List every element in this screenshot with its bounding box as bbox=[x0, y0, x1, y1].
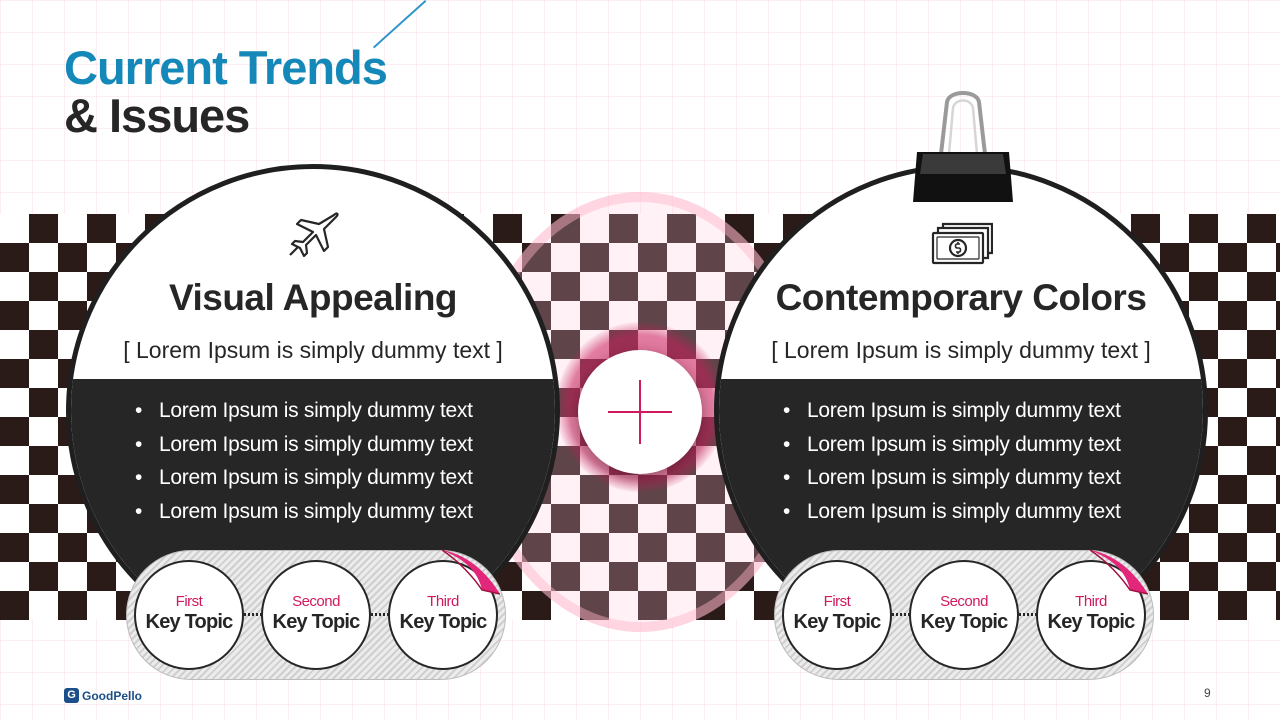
list-item: Lorem Ipsum is simply dummy text bbox=[783, 428, 1121, 462]
topic-connector bbox=[1019, 613, 1037, 616]
topic-ordinal: Third bbox=[1075, 593, 1107, 610]
topic-label: Key Topic bbox=[793, 611, 882, 633]
topic-ordinal: Second bbox=[940, 593, 988, 610]
binder-clip-icon bbox=[913, 91, 1013, 202]
key-topic-first[interactable]: First Key Topic bbox=[134, 560, 244, 670]
topic-connector bbox=[892, 613, 910, 616]
key-topic-second[interactable]: Second Key Topic bbox=[261, 560, 371, 670]
topic-ordinal: Third bbox=[427, 593, 459, 610]
list-item: Lorem Ipsum is simply dummy text bbox=[135, 394, 473, 428]
topic-label: Key Topic bbox=[145, 611, 234, 633]
topic-label: Key Topic bbox=[1047, 611, 1136, 633]
panel-subtitle: [ Lorem Ipsum is simply dummy text ] bbox=[123, 337, 503, 363]
bullet-list: Lorem Ipsum is simply dummy text Lorem I… bbox=[783, 394, 1121, 528]
page-number: 9 bbox=[1204, 686, 1211, 700]
page-curl-decoration bbox=[442, 549, 500, 595]
topic-ordinal: First bbox=[175, 593, 203, 610]
panel-heading: Contemporary Colors bbox=[775, 277, 1147, 318]
key-topic-second[interactable]: Second Key Topic bbox=[909, 560, 1019, 670]
slide-title-line-1: Current Trends bbox=[64, 41, 388, 94]
topic-ordinal: First bbox=[823, 593, 851, 610]
page-curl-decoration bbox=[1090, 549, 1148, 595]
panel-heading: Visual Appealing bbox=[168, 277, 458, 318]
bullet-list: Lorem Ipsum is simply dummy text Lorem I… bbox=[135, 394, 473, 528]
list-item: Lorem Ipsum is simply dummy text bbox=[135, 428, 473, 462]
list-item: Lorem Ipsum is simply dummy text bbox=[135, 461, 473, 495]
list-item: Lorem Ipsum is simply dummy text bbox=[783, 394, 1121, 428]
center-plus-button[interactable] bbox=[578, 350, 702, 474]
logo-mark-icon: G bbox=[64, 688, 79, 704]
airplane-icon bbox=[71, 207, 555, 270]
key-topics-group-right: First Key Topic Second Key Topic Third K… bbox=[774, 550, 1154, 680]
key-topic-third[interactable]: Third Key Topic bbox=[1036, 560, 1146, 670]
key-topic-first[interactable]: First Key Topic bbox=[782, 560, 892, 670]
list-item: Lorem Ipsum is simply dummy text bbox=[135, 495, 473, 529]
panel-subtitle: [ Lorem Ipsum is simply dummy text ] bbox=[771, 337, 1151, 363]
slide-title-line-2: & Issues bbox=[64, 89, 250, 142]
topic-label: Key Topic bbox=[920, 611, 1009, 633]
key-topics-group-left: First Key Topic Second Key Topic Third K… bbox=[126, 550, 506, 680]
plus-icon-bar bbox=[608, 411, 672, 413]
topic-ordinal: Second bbox=[292, 593, 340, 610]
list-item: Lorem Ipsum is simply dummy text bbox=[783, 495, 1121, 529]
logo-text: GoodPello bbox=[82, 688, 142, 703]
topic-label: Key Topic bbox=[399, 611, 488, 633]
money-icon bbox=[719, 221, 1203, 272]
topic-connector bbox=[371, 613, 389, 616]
topic-label: Key Topic bbox=[272, 611, 361, 633]
list-item: Lorem Ipsum is simply dummy text bbox=[783, 461, 1121, 495]
topic-connector bbox=[244, 613, 262, 616]
